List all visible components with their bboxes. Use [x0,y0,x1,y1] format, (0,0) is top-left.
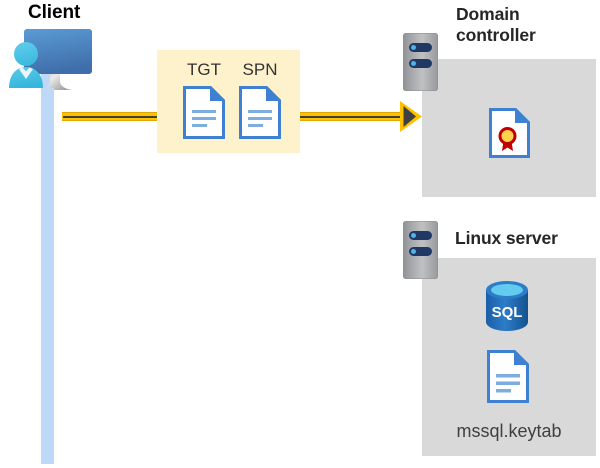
kerberos-token-callout: TGT SPN [157,50,300,153]
keytab-document-icon [487,350,529,403]
linux-server-rack-icon [403,221,438,279]
domain-controller-server-rack-icon [403,33,438,91]
tgt-caption: TGT [187,60,221,79]
tgt-document-icon [183,86,225,139]
client-label: Client [28,2,81,23]
linux-server-label: Linux server [455,228,558,248]
certificate-document-icon [489,108,530,158]
client-lifeline [41,70,54,464]
spn-caption: SPN [242,60,278,79]
svg-text:SQL: SQL [492,304,523,321]
spn-document-icon [239,86,281,139]
sql-database-icon: SQL [484,280,530,332]
keytab-file-caption: mssql.keytab [456,421,562,441]
user-monitor-icon [6,26,98,98]
domain-controller-label: Domain controller [456,4,536,45]
